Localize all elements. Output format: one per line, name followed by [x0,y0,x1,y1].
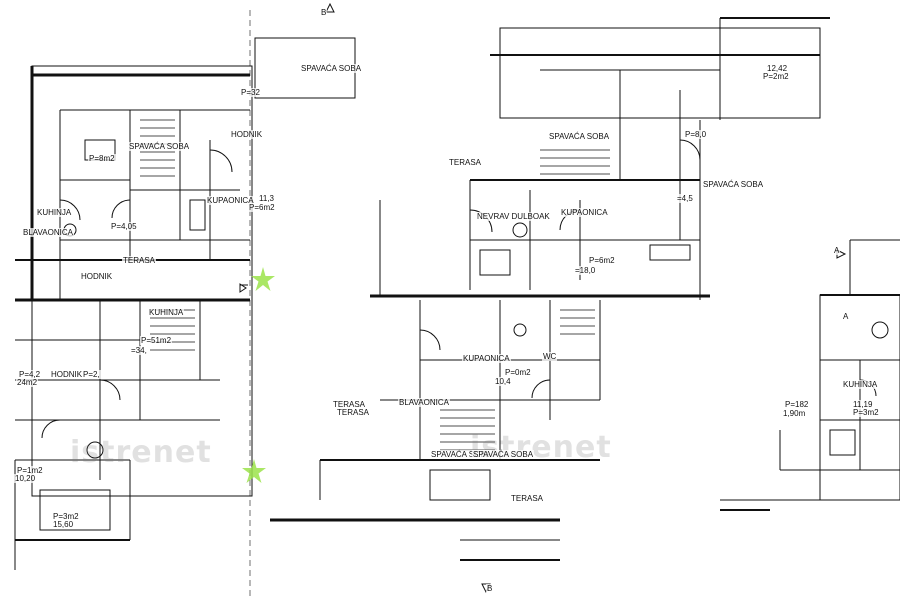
watermark-left: istrenet [70,435,212,470]
room-label: WC [542,352,558,361]
room-area: 24m2 [16,378,39,387]
room-label: NEVRAV DULBOAK [476,212,551,221]
room-area: =4,5 [676,194,694,203]
room-label: KUHINJA [148,308,185,317]
green-star-icon [242,459,266,483]
section-markers [239,2,847,594]
room-area: P=2m2 [762,72,790,81]
room-area: 1,90m [782,409,807,418]
room-area: P=6m2 [248,203,276,212]
room-area: 11,19 [852,400,874,409]
section-mark-right: A [833,246,841,255]
room-label: KUPAONICA [462,354,511,363]
room-label: SPAVAĆA SOBA [128,142,191,151]
room-area: 12,42 [766,64,789,73]
room-area: P=8m2 [88,154,116,163]
room-area: P=4,05 [110,222,138,231]
room-area: =34, [130,346,148,355]
room-area: P=6m2 [588,256,616,265]
room-label: HODNIK [230,130,264,139]
room-label: BLAVAONICA [22,228,74,237]
room-label: TERASA [510,494,545,503]
room-label: HODNIK [80,272,114,281]
room-area: 11,3 [258,194,275,203]
plan-lines [14,10,900,600]
room-area: P=51m2 [140,336,173,345]
room-area: P=3m2 [52,512,80,521]
room-area: P=3m2 [852,408,880,417]
room-area: 10,20 [14,474,37,483]
room-label: TERASA [122,256,157,265]
room-area: P=182 [784,400,810,409]
room-label: SPAVAĆA SOBA [430,450,493,459]
room-area: 10,4 [494,377,512,386]
section-mark-top: B [320,8,328,17]
room-area: P=0m2 [504,368,532,377]
room-label: BLAVAONICA [398,398,450,407]
room-area: P=2, [82,370,101,379]
room-label: SPAVAĆA SOBA [548,132,611,141]
left-unit-outline [31,65,253,497]
room-area: 15,60 [52,520,75,529]
room-area: P=8,0 [684,130,708,139]
room-label: SPAVAĆA SOBA [472,450,535,459]
room-label: SPAVAĆA SOBA [702,180,765,189]
room-area: P=1m2 [16,466,44,475]
section-mark-right-2: A [842,312,850,321]
room-area: =18,0 [574,266,597,275]
room-label: KUHINJA [36,208,73,217]
room-label: TERASA [336,408,371,417]
room-area: P=4,2 [18,370,42,379]
room-label: TERASA [448,158,483,167]
room-area: P=32 [240,88,261,97]
room-label: HODNIK [50,370,84,379]
room-label: SPAVAĆA SOBA [300,64,363,73]
section-mark-bottom: B [486,584,494,593]
room-label: KUPAONICA [206,196,255,205]
room-label: TERASA [332,400,367,409]
watermark-center: istrenet [470,430,612,465]
green-star-icon [251,267,275,291]
room-label: KUPAONICA [560,208,609,217]
room-label: KUHINJA [842,380,879,389]
